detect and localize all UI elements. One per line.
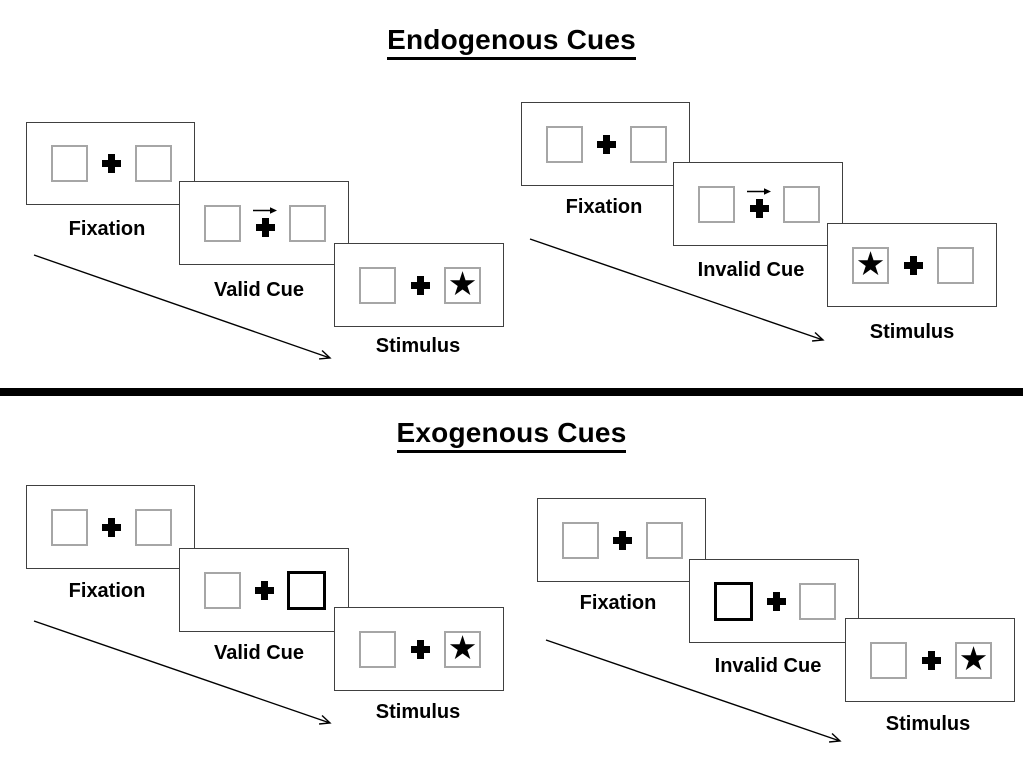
fixation-cross-icon: [410, 639, 430, 659]
fixation-card: [26, 485, 195, 569]
fixation-cross-icon: [410, 275, 430, 295]
fixation-cross-icon: [254, 580, 274, 600]
fixation-card: [521, 102, 690, 186]
target-star-icon: ★: [958, 639, 989, 678]
step-label-cue: Valid Cue: [213, 642, 305, 664]
fixation-cross-icon: [597, 134, 616, 154]
step-label-fixation: Fixation: [565, 196, 643, 218]
invalid-cue-card: [689, 559, 859, 643]
fixation-cross-icon: [903, 255, 923, 275]
timeline-arrow-icon: [33, 620, 330, 723]
step-label-cue: Invalid Cue: [697, 259, 805, 281]
right-box: [937, 246, 974, 284]
step-label-fixation: Fixation: [68, 580, 146, 602]
right-box: [646, 521, 683, 559]
left-box: [204, 571, 241, 609]
left-box: [51, 508, 88, 546]
fixation-cross-icon: [749, 198, 769, 218]
fixation-card: [26, 122, 195, 205]
stimulus-card: ★: [845, 618, 1015, 702]
left-box: [562, 521, 599, 559]
fixation-cross-icon: [102, 154, 121, 173]
fixation-card: [537, 498, 706, 582]
step-label-cue: Invalid Cue: [714, 655, 822, 677]
right-box: ★: [444, 628, 481, 668]
fixation-cross-icon: [613, 530, 632, 550]
target-star-icon: ★: [447, 628, 478, 667]
step-label-cue: Valid Cue: [213, 279, 305, 301]
step-label-stimulus: Stimulus: [885, 713, 971, 735]
exogenous-section-title: Exogenous Cues: [0, 417, 1023, 453]
right-box: [289, 204, 326, 242]
cue-arrow-icon: [253, 206, 277, 214]
stimulus-card: ★: [827, 223, 997, 307]
left-box: ★: [852, 244, 889, 284]
left-box: [359, 266, 396, 304]
endogenous-section-title: Endogenous Cues: [0, 24, 1023, 60]
stimulus-card: ★: [334, 607, 504, 691]
left-box: [51, 145, 88, 182]
section-divider: [0, 388, 1023, 396]
right-box: ★: [955, 639, 992, 679]
exogenous-title-text: Exogenous Cues: [396, 417, 627, 453]
fixation-cross-icon: [255, 217, 275, 237]
left-box-cue-highlight: [714, 581, 753, 621]
invalid-cue-card: [673, 162, 843, 246]
step-label-fixation: Fixation: [579, 592, 657, 614]
fixation-cross-icon: [921, 650, 941, 670]
right-box: ★: [444, 264, 481, 304]
right-box: [783, 185, 820, 223]
left-box: [546, 125, 583, 163]
step-label-stimulus: Stimulus: [869, 321, 955, 343]
step-label-fixation: Fixation: [68, 218, 146, 240]
fixation-cross-icon: [766, 591, 786, 611]
timeline-arrow-icon: [33, 254, 330, 358]
timeline-arrow-icon: [529, 238, 823, 340]
valid-cue-card: [179, 548, 349, 632]
valid-cue-card: [179, 181, 349, 265]
step-label-stimulus: Stimulus: [375, 335, 461, 357]
left-box: [359, 630, 396, 668]
right-box: [135, 508, 172, 546]
right-box: [630, 125, 667, 163]
right-box: [799, 582, 836, 620]
target-star-icon: ★: [855, 244, 886, 283]
right-box-cue-highlight: [287, 570, 326, 610]
timeline-arrow-icon: [545, 639, 840, 741]
endogenous-title-text: Endogenous Cues: [387, 24, 636, 60]
cue-arrow-icon: [747, 187, 771, 195]
left-box: [204, 204, 241, 242]
step-label-stimulus: Stimulus: [375, 701, 461, 723]
left-box: [870, 641, 907, 679]
right-box: [135, 145, 172, 182]
left-box: [698, 185, 735, 223]
stimulus-card: ★: [334, 243, 504, 327]
target-star-icon: ★: [447, 264, 478, 303]
fixation-cross-icon: [102, 517, 121, 537]
